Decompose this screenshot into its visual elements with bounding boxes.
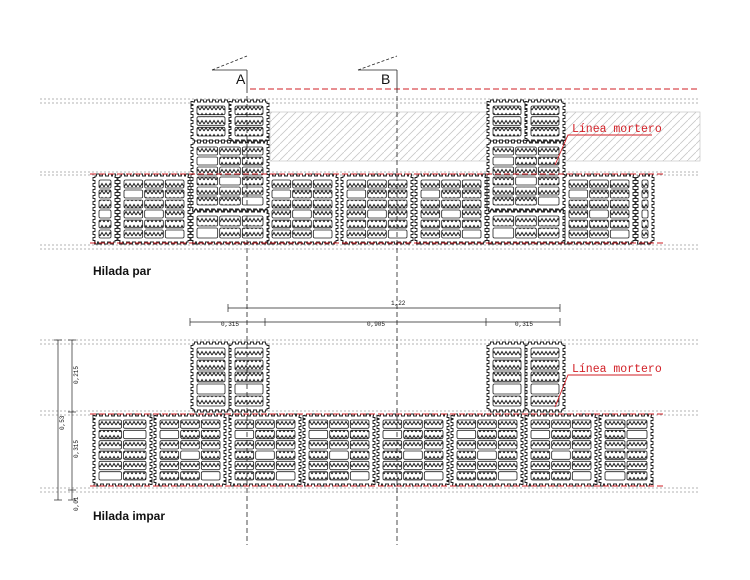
dim-left: 0,315: [221, 321, 239, 328]
mortar-lines: [90, 88, 700, 487]
mortar-callout-bottom: Línea mortero: [572, 363, 662, 376]
brick-even-stack-c1: [486, 140, 566, 212]
brick-even-1: [117, 173, 191, 245]
brick-odd-6: [524, 413, 598, 487]
dim-right: 0,315: [515, 321, 533, 328]
brick-odd-2: [228, 413, 302, 487]
brick-even-stack-b0: [228, 99, 270, 143]
bricks-layer: [92, 99, 655, 487]
section-cuts: [211, 55, 398, 545]
brick-even-0: [92, 173, 118, 245]
horizontal-dimensions: [189, 304, 561, 326]
brick-even-6: [635, 173, 655, 245]
section-label-b: B: [381, 71, 390, 87]
brick-even-3: [340, 173, 414, 245]
dim-v-base: 0,01: [73, 496, 80, 511]
callout-leaders: [554, 134, 652, 408]
brick-even-stack-d1: [486, 209, 566, 245]
brick-odd-stack-b0: [228, 341, 270, 413]
brick-even-stack-c0: [190, 140, 270, 212]
brick-even-5: [562, 173, 636, 245]
mortar-callout-top: Línea mortero: [572, 123, 662, 136]
brick-odd-0: [92, 413, 153, 487]
brick-odd-3: [302, 413, 376, 487]
dim-total: 1,22: [391, 300, 406, 307]
brick-even-2: [265, 173, 339, 245]
dim-v-total: 0,53: [59, 415, 66, 430]
brick-odd-stack-a1: [486, 341, 528, 413]
brick-even-4: [414, 173, 488, 245]
section-cut-hatch: [269, 111, 701, 162]
brick-odd-5: [450, 413, 524, 487]
brick-odd-7: [598, 413, 654, 487]
dim-v-upper: 0,215: [73, 366, 80, 384]
row-label-even: Hilada par: [93, 264, 151, 278]
brick-odd-4: [376, 413, 450, 487]
brick-even-stack-a0: [190, 99, 232, 143]
brick-odd-stack-b1: [524, 341, 566, 413]
brick-even-stack-d0: [190, 209, 270, 245]
dim-middle: 0,905: [367, 321, 385, 328]
brick-odd-1: [153, 413, 227, 487]
section-label-a: A: [236, 71, 246, 87]
brick-odd-stack-a0: [190, 341, 232, 413]
vertical-dimensions: [54, 339, 76, 501]
brick-even-stack-a1: [486, 99, 528, 143]
row-label-odd: Hilada impar: [93, 509, 165, 523]
brick-even-stack-b1: [524, 99, 566, 143]
dim-v-lower: 0,315: [73, 440, 80, 458]
